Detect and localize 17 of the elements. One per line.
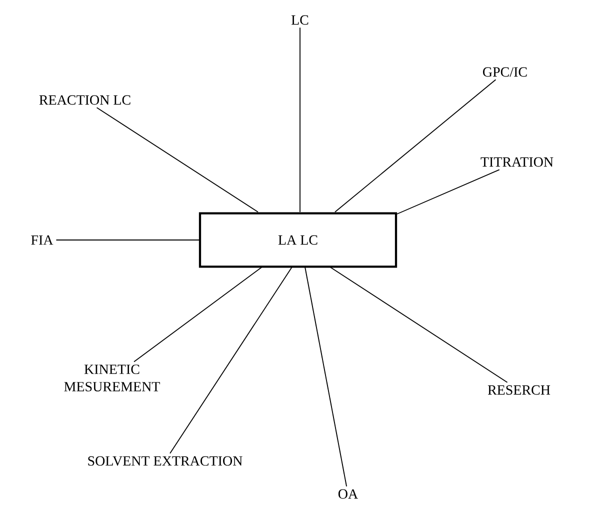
technique-label: FIA xyxy=(31,235,54,245)
technique-label: REACTION LC xyxy=(39,95,130,105)
technique-label: LC xyxy=(291,15,308,25)
connector-line xyxy=(96,107,258,212)
connector-line xyxy=(170,266,292,454)
connector-line xyxy=(330,266,508,383)
technique-label: SOLVENT EXTRACTION xyxy=(88,456,242,466)
technique-label: OA xyxy=(338,489,358,499)
technique-label: GPC/IC xyxy=(483,67,527,77)
technique-label: RESERCH xyxy=(488,385,550,395)
technique-label: TITRATION xyxy=(480,157,554,167)
connector-line xyxy=(304,266,348,487)
connector-line xyxy=(396,169,500,214)
technique-label: KINETIC MESUREMENT xyxy=(64,364,160,392)
connector-line xyxy=(334,79,496,212)
hub-box: LA LC xyxy=(198,212,398,268)
connector-line xyxy=(134,266,262,362)
